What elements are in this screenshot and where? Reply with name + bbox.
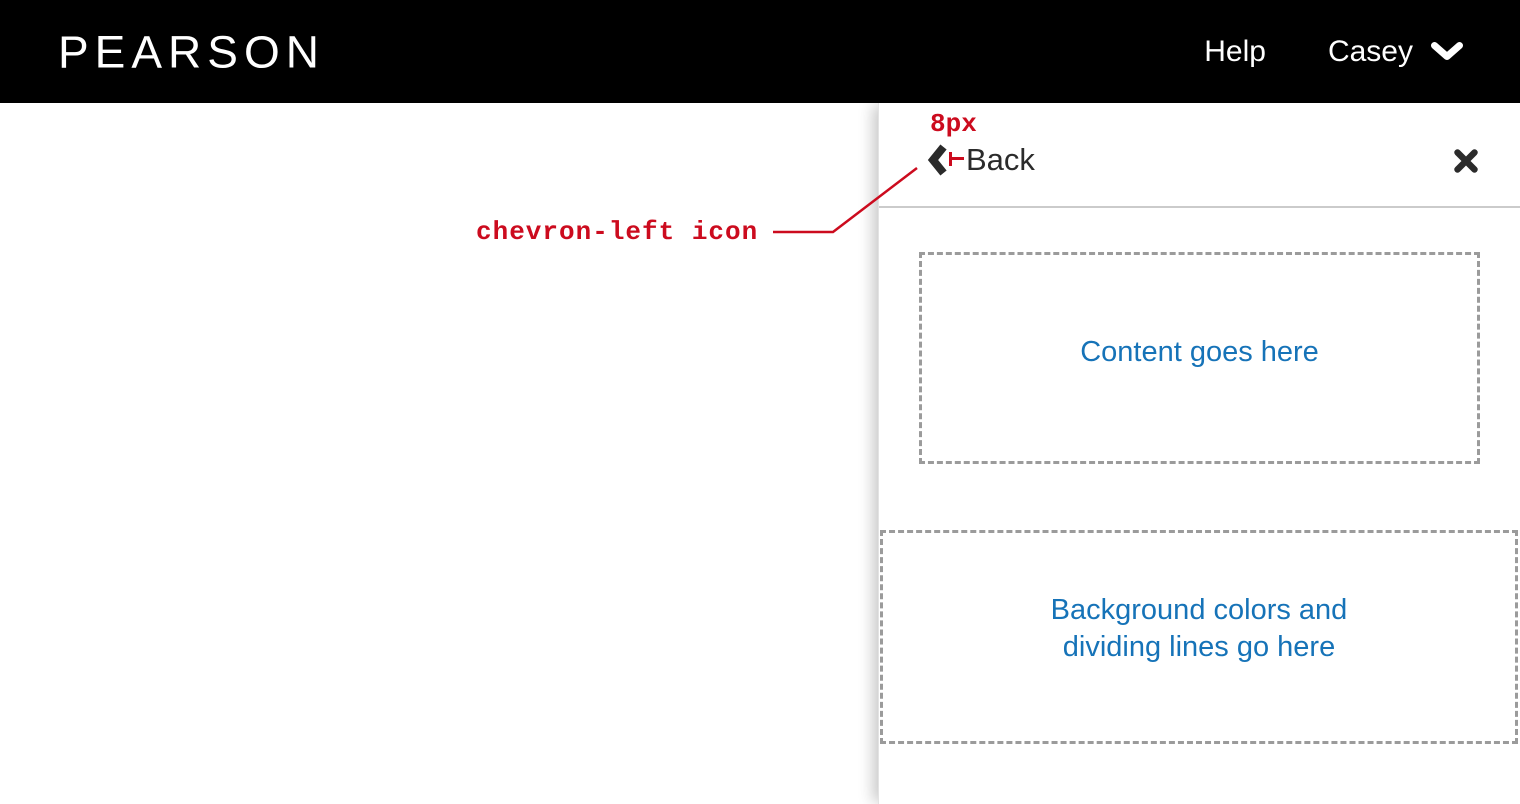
app-header: PEARSON Help Casey — [0, 0, 1520, 103]
background-placeholder-line2: dividing lines go here — [1062, 631, 1336, 663]
chevron-down-icon — [1430, 40, 1464, 63]
background-placeholder-line1: Background colors and — [1050, 594, 1348, 626]
annotation-icon-label: chevron-left icon — [476, 217, 759, 247]
background-placeholder-box: Background colors and dividing lines go … — [880, 530, 1518, 744]
drawer-header: Back — [879, 103, 1520, 208]
annotation-measure-line — [949, 157, 964, 160]
back-button[interactable]: Back — [925, 142, 1035, 178]
drawer-panel: Back Content goes here Background colors… — [878, 103, 1520, 804]
pearson-logo: PEARSON — [58, 26, 325, 77]
content-placeholder-text: Content goes here — [1080, 335, 1319, 368]
help-link[interactable]: Help — [1204, 34, 1266, 68]
chevron-left-icon — [925, 143, 949, 177]
annotation-spacing-label: 8px — [930, 109, 977, 139]
close-button[interactable] — [1451, 145, 1483, 177]
drawer-body: Content goes here Background colors and … — [879, 208, 1520, 802]
user-name: Casey — [1327, 34, 1413, 68]
user-menu[interactable]: Casey — [1328, 35, 1464, 69]
close-icon — [1451, 146, 1483, 176]
content-placeholder-box: Content goes here — [919, 252, 1480, 464]
header-actions: Help Casey — [1204, 35, 1464, 69]
back-label: Back — [966, 142, 1035, 177]
